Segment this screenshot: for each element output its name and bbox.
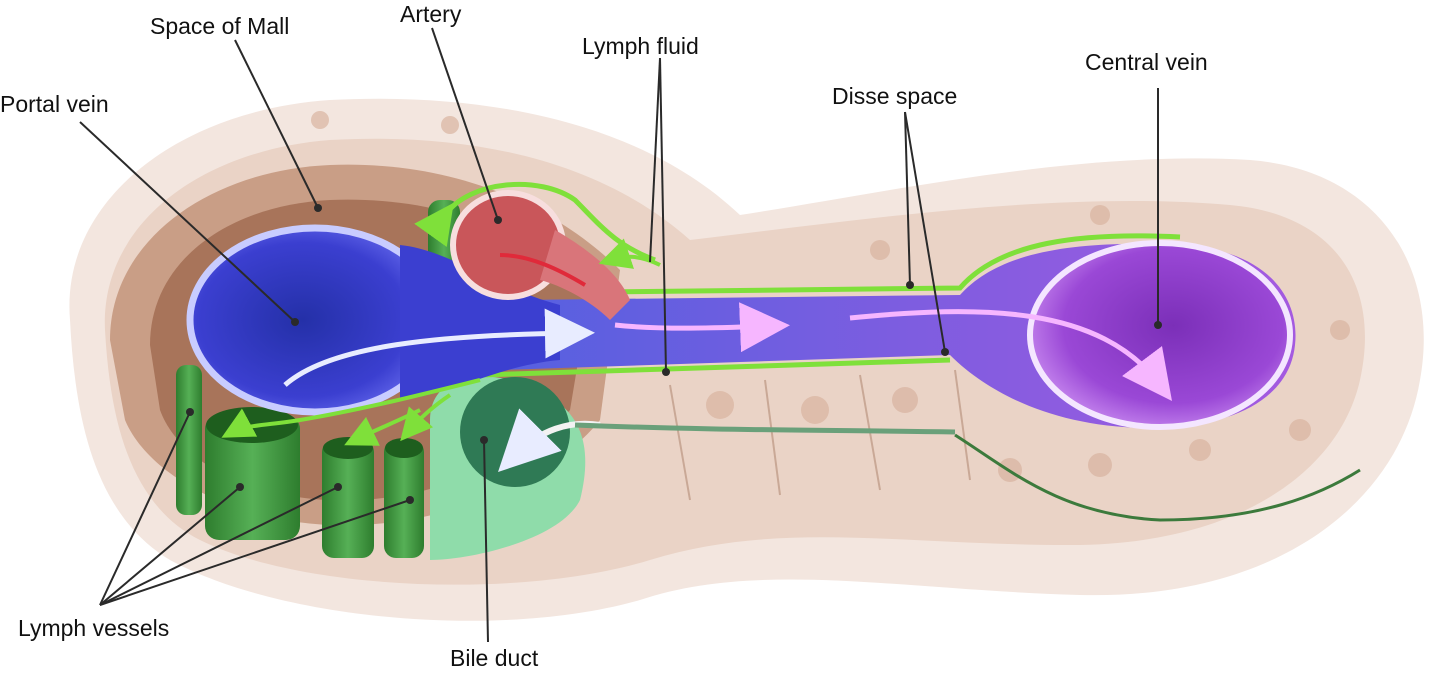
label-central-vein: Central vein — [1085, 49, 1208, 75]
portal-flow-arrow — [283, 308, 595, 387]
lymph-vessel-2 — [205, 415, 300, 540]
bile-canaliculus — [574, 422, 956, 435]
label-portal-vein: Portal vein — [0, 91, 109, 117]
sinus-flow-arrow — [614, 302, 790, 353]
lymph-vessel-4 — [384, 440, 424, 558]
lymph-fluid-lower — [221, 378, 481, 438]
central-vein — [1027, 240, 1293, 430]
label-artery: Artery — [400, 1, 462, 27]
lymph-vessel-3 — [322, 440, 374, 558]
lymph-fluid-lower-3 — [400, 393, 452, 442]
label-lymph-fluid: Lymph fluid — [582, 33, 699, 59]
label-bile-duct: Bile duct — [450, 645, 539, 671]
artery-wall — [540, 230, 630, 320]
disse-space-line-lower — [479, 357, 951, 378]
lymph-vessel-1 — [176, 365, 202, 515]
lymph-vessel-group — [176, 200, 460, 558]
artery-flow-arrow — [499, 253, 587, 287]
portal-vein-neck — [400, 245, 560, 400]
lymph-drain-line — [954, 433, 1361, 522]
lymph-fluid-return — [598, 238, 661, 269]
central-vein-flow-arrow — [849, 309, 1173, 401]
tissue-spots — [311, 111, 1350, 482]
label-lymph-vessels: Lymph vessels — [18, 615, 169, 641]
disse-space-line-upper — [599, 233, 1181, 295]
label-space-of-mall: Space of Mall — [150, 13, 289, 39]
leader-lines — [79, 27, 1162, 643]
label-disse-space: Disse space — [832, 83, 957, 109]
